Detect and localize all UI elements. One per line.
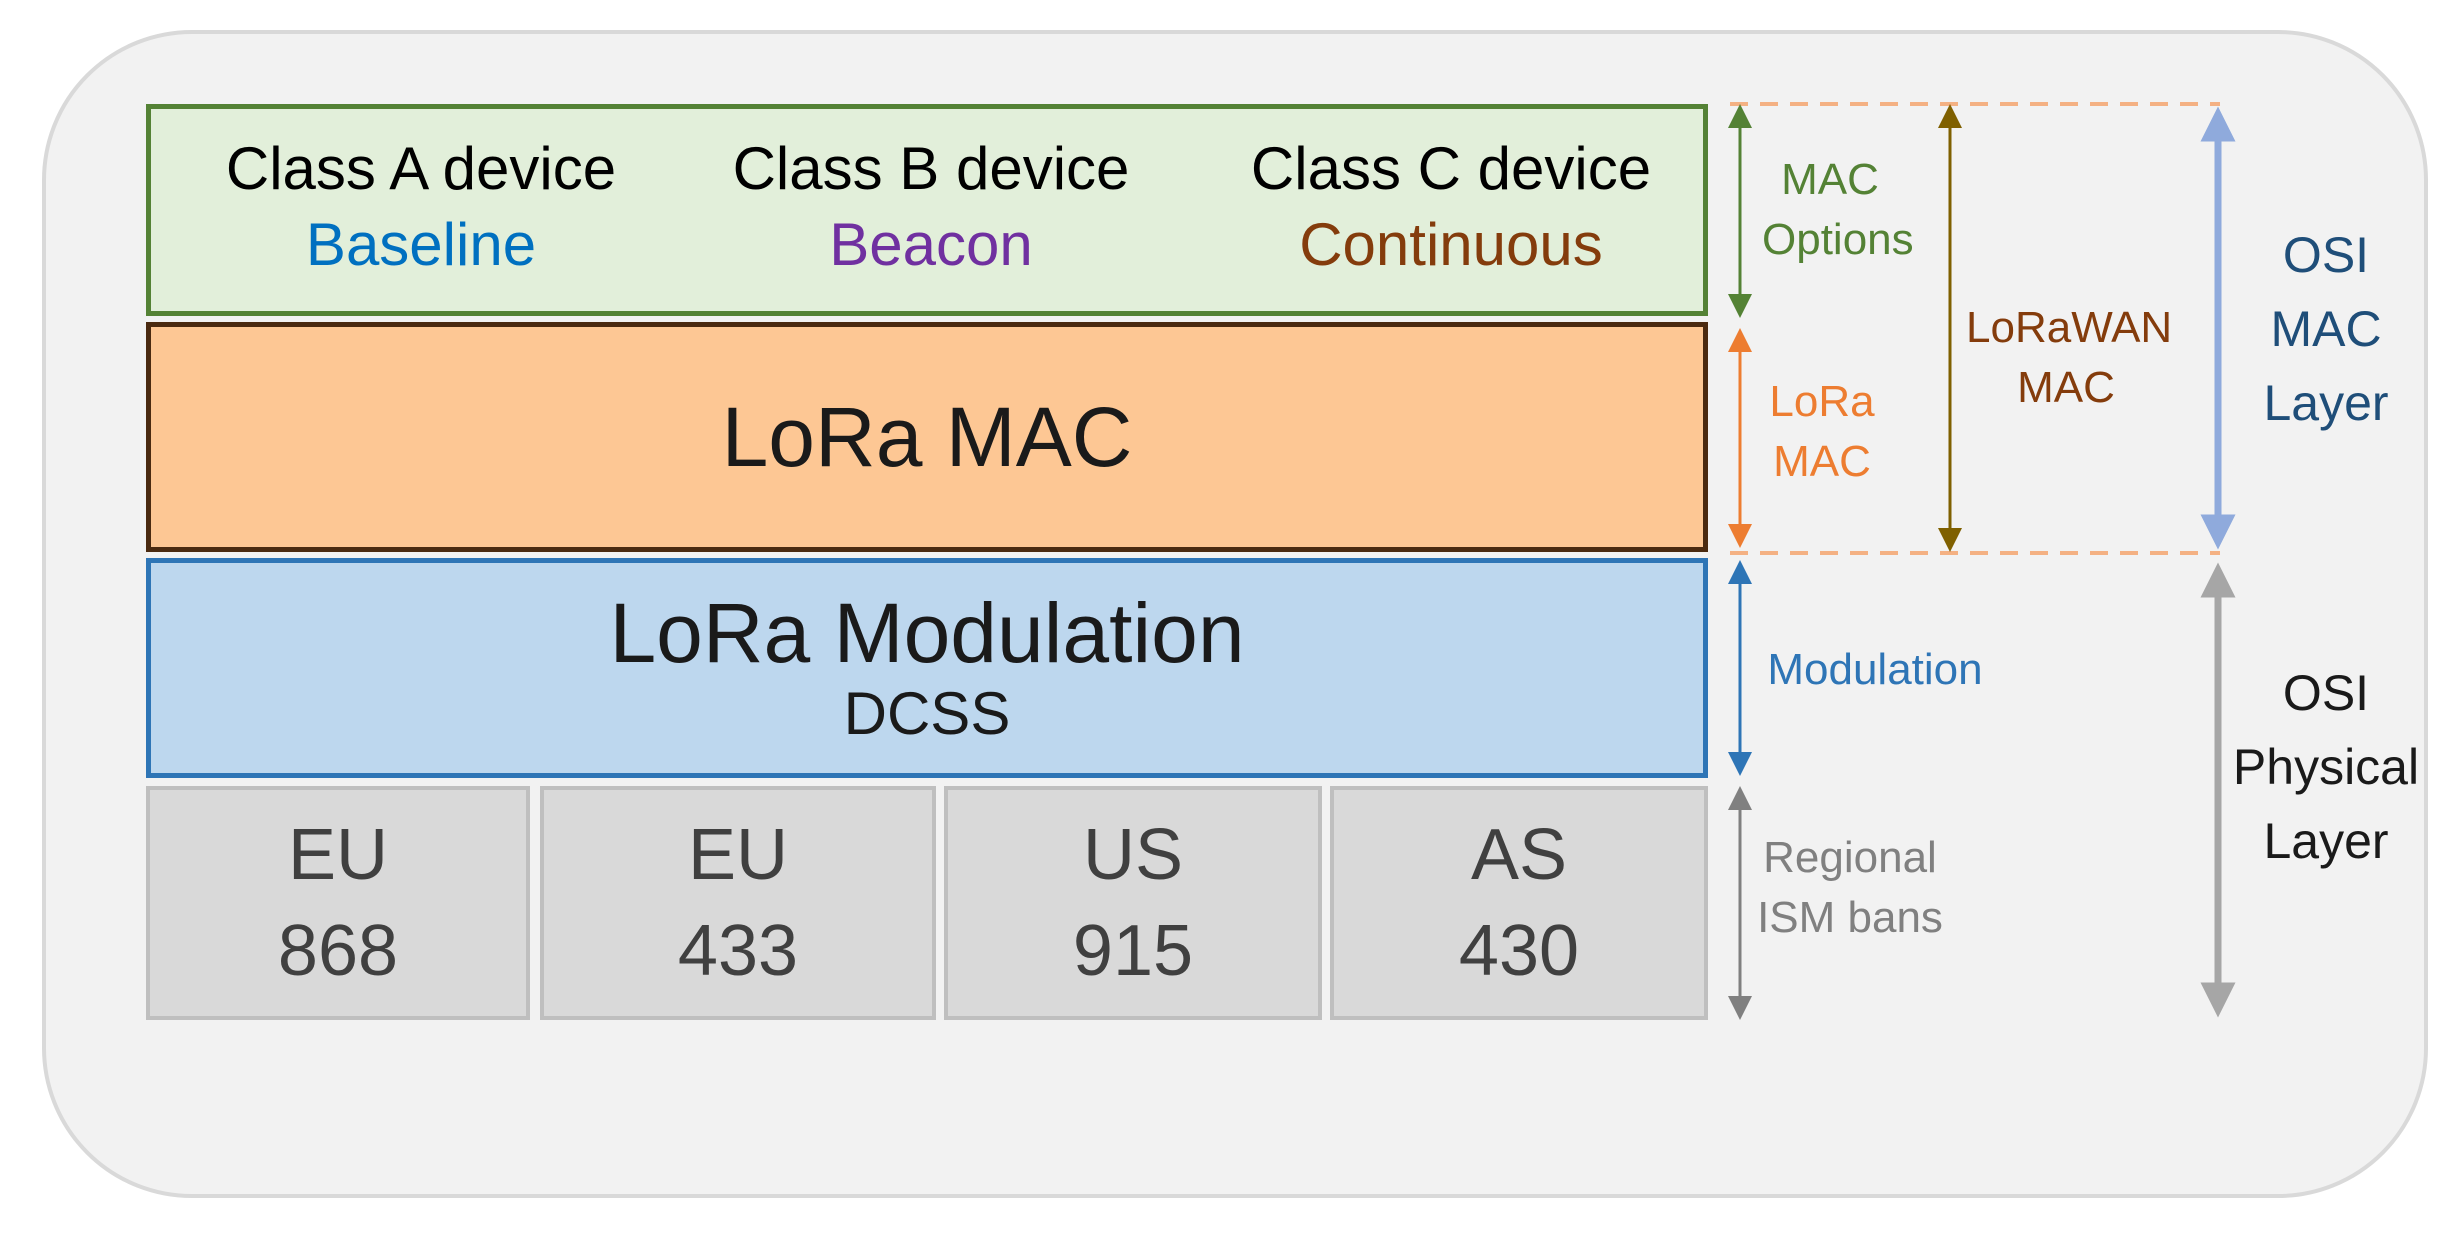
- class-b-subtitle: Beacon: [829, 211, 1033, 278]
- mac-options-box: Class A device Baseline Class B device B…: [146, 104, 1708, 316]
- band-region: US: [1082, 815, 1184, 895]
- modulation-side-label: Modulation: [1750, 640, 2000, 700]
- label-line: OSI: [2282, 227, 2370, 283]
- band-region: AS: [1470, 815, 1568, 895]
- band-frequency: 433: [677, 911, 799, 991]
- label-line: ISM bans: [1757, 893, 1943, 942]
- label-line: Modulation: [1767, 645, 1983, 694]
- band-eu-433: EU 433: [540, 786, 936, 1020]
- band-region: EU: [287, 815, 389, 895]
- band-us-915: US 915: [944, 786, 1322, 1020]
- modulation-subtitle: DCSS: [843, 680, 1011, 747]
- label-line: LoRa: [1769, 377, 1875, 426]
- label-line: Physical: [2232, 739, 2420, 795]
- label-line: OSI: [2282, 665, 2370, 721]
- label-line: Layer: [2263, 813, 2389, 869]
- modulation-title: LoRa Modulation: [609, 586, 1245, 680]
- class-c-title: Class C device: [1250, 135, 1652, 202]
- band-frequency: 868: [277, 911, 399, 991]
- class-a-subtitle: Baseline: [305, 211, 537, 278]
- band-frequency: 430: [1458, 911, 1580, 991]
- band-frequency: 915: [1072, 911, 1194, 991]
- lora-mac-label: LoRa MAC: [721, 389, 1133, 484]
- class-a-title: Class A device: [225, 135, 617, 202]
- band-eu-868: EU 868: [146, 786, 530, 1020]
- lorawan-mac-label: LoRaWAN MAC: [1966, 298, 2173, 418]
- band-region: EU: [687, 815, 789, 895]
- label-line: Regional: [1763, 833, 1937, 882]
- label-line: MAC: [2270, 301, 2382, 357]
- label-line: MAC: [1773, 437, 1871, 486]
- lora-mac-side-label: LoRa MAC: [1762, 372, 1882, 492]
- class-c-subtitle: Continuous: [1299, 211, 1603, 278]
- class-b-title: Class B device: [732, 135, 1130, 202]
- mac-options-label: MAC Options: [1762, 150, 1914, 270]
- lora-modulation-box: LoRa Modulation DCSS: [146, 558, 1708, 778]
- class-c-device: Class C device Continuous: [1191, 133, 1711, 285]
- band-as-430: AS 430: [1330, 786, 1708, 1020]
- label-line: MAC: [2017, 363, 2115, 412]
- class-a-device: Class A device Baseline: [161, 133, 681, 285]
- lora-mac-box: LoRa MAC: [146, 322, 1708, 552]
- osi-physical-layer-label: OSI Physical Layer: [2214, 656, 2438, 878]
- osi-mac-layer-label: OSI MAC Layer: [2236, 218, 2416, 440]
- label-line: LoRaWAN: [1966, 303, 2173, 352]
- label-line: Options: [1762, 215, 1914, 264]
- label-line: MAC: [1781, 155, 1879, 204]
- class-b-device: Class B device Beacon: [671, 133, 1191, 285]
- regional-ism-label: Regional ISM bans: [1750, 828, 1950, 948]
- label-line: Layer: [2263, 375, 2389, 431]
